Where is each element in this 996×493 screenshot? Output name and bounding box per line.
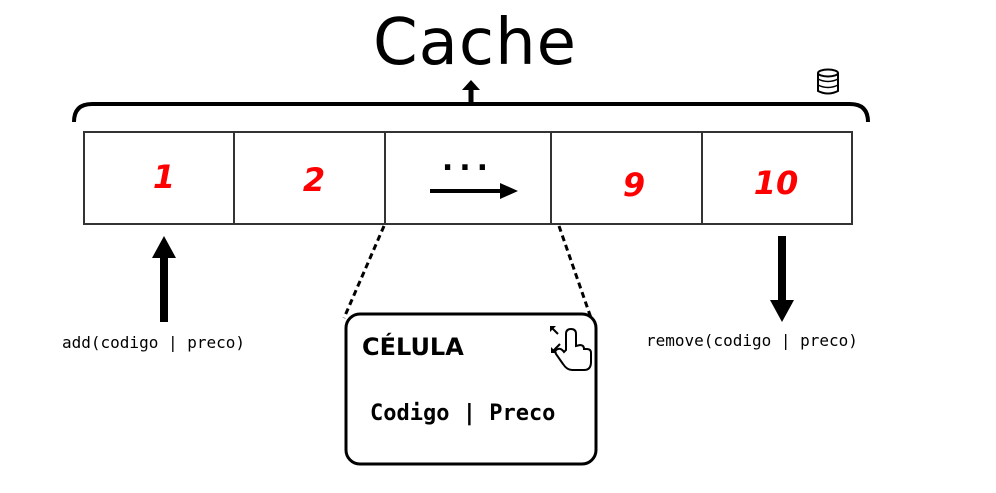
touch-expand-icon[interactable] [550, 326, 592, 371]
card-title: CÉLULA [362, 332, 464, 361]
cache-row [83, 131, 853, 225]
zoom-line-right [557, 225, 593, 319]
zoom-line-left [342, 225, 386, 319]
cache-cell-ellipsis: ... [442, 143, 494, 178]
diagram-title: Cache [373, 6, 577, 80]
cache-cell-9-label: 9 [623, 166, 645, 204]
remove-label: remove(codigo | preco) [646, 331, 858, 350]
cache-cell-10-label: 10 [754, 164, 799, 202]
right-arrow-icon [430, 183, 518, 199]
brace-up-arrow [462, 80, 480, 104]
cache-cell-1-label: 1 [153, 158, 175, 196]
remove-arrow [770, 236, 794, 322]
cache-cell-2-label: 2 [303, 161, 325, 199]
card-fields: Codigo | Preco [370, 401, 555, 426]
add-arrow [152, 236, 176, 322]
cache-brace [72, 102, 870, 123]
add-label: add(codigo | preco) [62, 333, 245, 352]
database-icon [817, 68, 839, 95]
cell-detail-card [344, 312, 598, 466]
